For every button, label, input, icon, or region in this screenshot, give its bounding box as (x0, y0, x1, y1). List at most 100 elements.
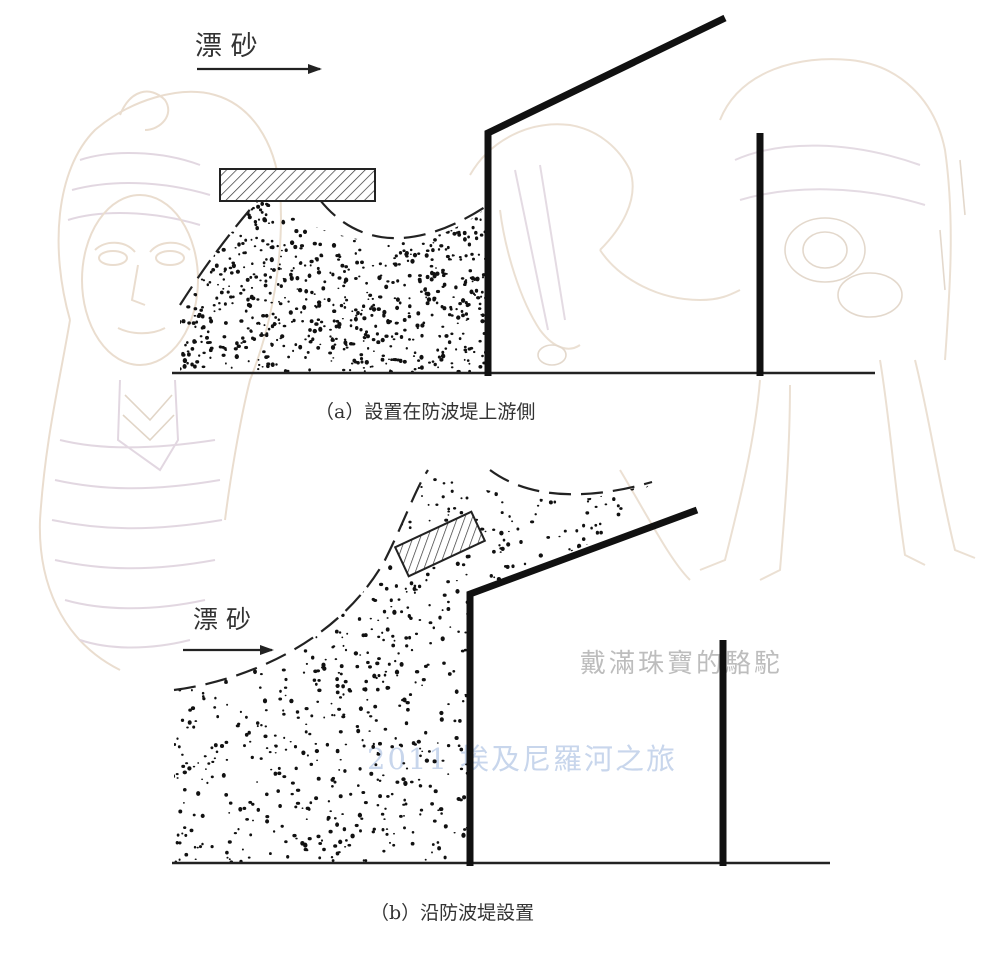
sand-grain (503, 621, 509, 625)
sand-grain (184, 267, 190, 271)
sand-grain (620, 639, 625, 644)
sand-grain (372, 742, 375, 746)
sand-grain (214, 263, 219, 268)
sand-grain (586, 500, 590, 503)
sand-grain (285, 503, 289, 507)
sand-grain (624, 557, 627, 561)
sand-grain (291, 606, 295, 610)
sand-grain (303, 264, 307, 267)
sand-grain (479, 218, 482, 221)
sand-grain (309, 264, 312, 267)
sand-grain (550, 638, 553, 641)
sand-grain (337, 321, 342, 327)
sand-grain (192, 725, 196, 729)
sand-grain (198, 354, 201, 357)
sand-grain (398, 704, 402, 707)
sand-grain (213, 583, 216, 587)
sand-grain (287, 300, 290, 303)
sand-grain (283, 686, 288, 689)
sand-grain (314, 204, 317, 208)
sand-grain (311, 337, 315, 341)
sand-grain (335, 683, 340, 688)
sand-grain (549, 801, 552, 803)
sand-grain (311, 655, 315, 660)
sand-grain (219, 743, 225, 749)
sand-grain (638, 557, 642, 561)
sand-grain (268, 550, 271, 554)
sand-grain (598, 720, 602, 724)
sand-grain (361, 309, 363, 312)
sand-grain (222, 287, 225, 290)
sand-grain (277, 771, 282, 776)
sand-grain (581, 537, 586, 541)
sand-grain (350, 362, 354, 365)
sand-grain (294, 255, 298, 258)
sand-grain (276, 584, 281, 588)
sand-grain (174, 528, 179, 532)
sand-grain (408, 304, 412, 309)
sand-grain (222, 532, 227, 537)
sand-grain (231, 537, 235, 542)
sand-grain (251, 523, 257, 529)
sand-grain (514, 810, 520, 815)
sand-grain (335, 822, 340, 827)
sand-grain (370, 628, 373, 631)
sand-grain (497, 776, 501, 779)
sand-grain (570, 852, 574, 856)
sand-grain (195, 320, 199, 324)
sand-grain (306, 597, 309, 600)
sand-grain (308, 368, 311, 372)
sand-grain (385, 362, 388, 365)
sand-grain (641, 601, 644, 604)
sand-grain (276, 547, 279, 550)
sand-grain (389, 369, 392, 372)
sand-grain (384, 670, 388, 673)
sand-grain (362, 367, 366, 369)
sand-grain (229, 271, 234, 275)
sand-grain (422, 321, 426, 325)
sand-grain (209, 531, 213, 534)
sand-grain (244, 545, 248, 549)
sand-grain (587, 856, 592, 860)
sand-grain (339, 758, 342, 761)
sand-grain (463, 348, 468, 352)
sand-grain (304, 730, 308, 734)
sand-grain (437, 198, 442, 200)
sand-grain (499, 530, 504, 536)
sand-grain (180, 249, 182, 252)
sand-grain (341, 636, 344, 639)
sand-grain (504, 838, 507, 842)
sand-grain (608, 470, 612, 471)
sand-grain (634, 470, 639, 471)
sand-grain (401, 242, 405, 246)
sand-grain (392, 338, 396, 341)
sand-grain (450, 332, 454, 336)
sand-grain (241, 210, 245, 213)
sand-grain (394, 584, 398, 588)
sand-grain (347, 843, 352, 847)
sand-grain (369, 771, 374, 776)
sand-grain (568, 548, 571, 551)
sand-grain (526, 635, 529, 639)
sand-grain (424, 253, 429, 258)
sand-grain (178, 858, 181, 861)
sand-grain (278, 517, 283, 522)
sand-grain (408, 207, 413, 210)
sand-grain (378, 779, 382, 782)
sand-grain (586, 544, 589, 546)
sand-grain (408, 297, 411, 300)
sand-grain (390, 204, 394, 209)
sand-grain (279, 284, 283, 288)
sand-grain (376, 804, 380, 807)
sand-grain (210, 746, 214, 750)
sand-grain (362, 266, 365, 269)
sand-grain (291, 643, 295, 647)
sand-grain (393, 297, 397, 300)
sand-grain (206, 218, 210, 222)
sand-grain (320, 839, 324, 842)
sand-grain (185, 762, 189, 765)
sand-grain (359, 356, 364, 361)
sand-grain (288, 502, 292, 505)
sand-grain (258, 480, 262, 483)
